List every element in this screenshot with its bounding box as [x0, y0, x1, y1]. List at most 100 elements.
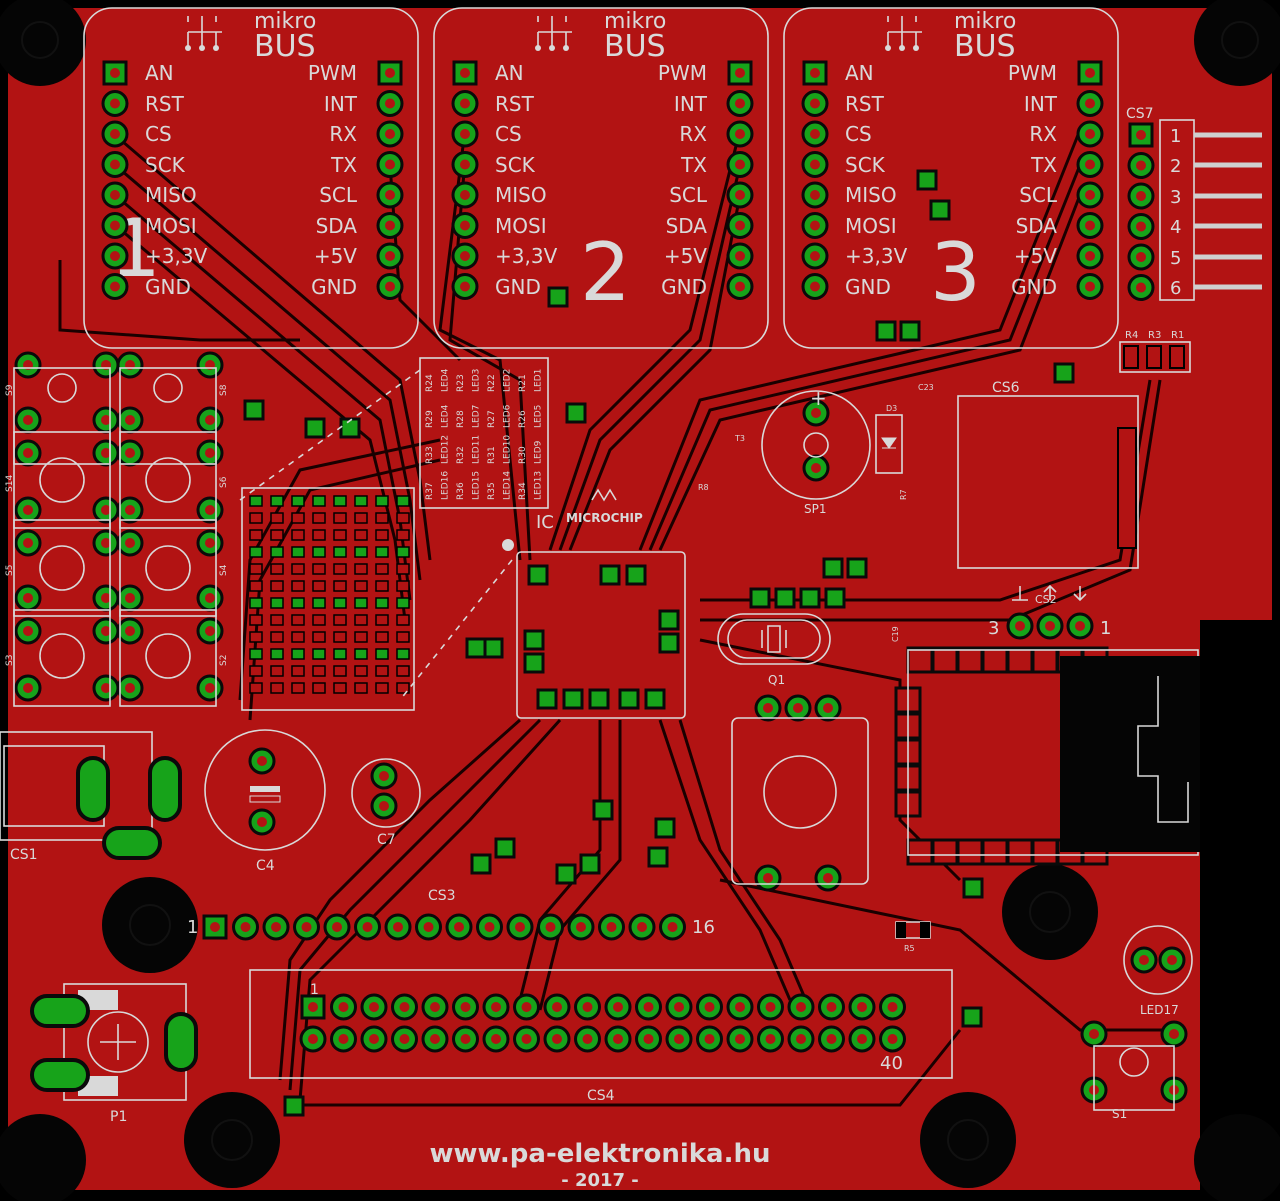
switch-label: S6 [219, 476, 229, 488]
mikrobus-header-pin [726, 181, 754, 209]
led-table-cell: LED9 [534, 440, 544, 464]
pin-label: TX [330, 153, 357, 177]
mikrobus-header-pin [101, 181, 129, 209]
regulator-pad [931, 838, 959, 866]
led-matrix-pad [396, 614, 410, 626]
mikrobus-header-pin [452, 60, 478, 86]
pin-label: SCL [319, 183, 358, 207]
led-matrix-pad [396, 563, 410, 575]
cs4-pin-pad [330, 1025, 357, 1053]
pin-label: AN [495, 61, 524, 85]
led-matrix-pad [396, 512, 410, 524]
mikrobus-header-pin [376, 273, 404, 300]
pin-label: TX [680, 153, 707, 177]
resistor-label: R4 [1125, 330, 1138, 341]
led-matrix-pad [354, 614, 368, 626]
pin-label: MISO [845, 183, 897, 207]
smd-pad [846, 557, 868, 579]
pin-label: RST [845, 92, 885, 116]
cs3-pin-first: 1 [187, 917, 198, 938]
switch-pin-pad [14, 406, 42, 434]
led-matrix-pad [249, 665, 263, 677]
mikrobus-header-pin [1076, 90, 1104, 117]
r5-resistor: R5 [895, 921, 931, 953]
led-matrix-pad [396, 631, 410, 643]
mikrobus-header-pin [1076, 242, 1104, 270]
led-matrix-pad [354, 580, 368, 592]
cs4-pin-pad [665, 1025, 693, 1053]
pin-label: MISO [145, 183, 197, 207]
cs3-pin-pad [659, 913, 686, 941]
pin-label: GND [845, 275, 891, 299]
cs4-pin-pad [696, 993, 723, 1021]
cs4-label: CS4 [587, 1088, 615, 1104]
cs2-pin-pad [1066, 612, 1094, 640]
power-regulator: C19 [891, 626, 1200, 856]
pin-label: RX [329, 122, 357, 146]
led-matrix-pad [249, 631, 263, 643]
pin-label: RX [679, 122, 707, 146]
led-table-cell: R21 [518, 374, 528, 392]
smd-pad [562, 688, 584, 710]
cs4-pin-pad [482, 1025, 510, 1053]
through-hole-pad [784, 694, 812, 722]
switch-pin-pad [14, 439, 42, 467]
pin-label: GND [661, 275, 707, 299]
switch-pin-pad [196, 496, 224, 524]
switch-pin-pad [116, 496, 144, 524]
pin-label: SCK [845, 153, 886, 177]
resistor-label: R3 [1148, 330, 1161, 341]
led-matrix-pad [375, 580, 389, 592]
led-matrix-pad [333, 563, 347, 575]
smd-pad [482, 637, 504, 659]
led-matrix-pad [249, 495, 263, 507]
smd-pad [647, 846, 669, 868]
led-table-cell: R26 [518, 410, 528, 428]
smd-pad [822, 557, 844, 579]
smd-pad [962, 877, 984, 899]
mikrobus-header-pin [801, 212, 829, 239]
led-matrix-pad [354, 631, 368, 643]
c19-label: C19 [891, 626, 900, 642]
mikrobus-header-pin [726, 273, 754, 300]
cs4-pin-pad [696, 1025, 723, 1053]
through-hole-pad [370, 792, 398, 820]
led-matrix-pad [270, 648, 284, 660]
mikrobus-header-pin [1076, 273, 1104, 300]
switch-pin-pad [92, 496, 120, 524]
pin-label: MISO [495, 183, 547, 207]
switch-pin-pad [116, 439, 144, 467]
led-matrix-pad [270, 614, 284, 626]
mikrobus-logo-1: mikro BUS [185, 9, 316, 64]
pin-label: GND [145, 275, 191, 299]
cs4-pin-pad [818, 993, 845, 1021]
mikrobus-brand-top: mikro [954, 9, 1016, 34]
pin-label: PWM [1008, 61, 1057, 85]
mikrobus-header-pin [801, 90, 829, 117]
cs3-header: CS3 1 16 [187, 888, 715, 938]
mikrobus-header-pin [102, 60, 128, 86]
pin-label: RST [145, 92, 185, 116]
cs3-pin-pad [445, 913, 473, 941]
cs7-header: CS7 1 2 3 4 5 6 [1126, 106, 1262, 301]
cs3-pin-pad [476, 913, 503, 941]
led-matrix-pad [333, 529, 347, 541]
led-table-cell: LED10 [503, 435, 513, 464]
mikrobus-header-pin [101, 90, 129, 117]
mikrobus-header-pin [451, 273, 479, 300]
led-table-cell: R28 [456, 410, 466, 428]
pin-label: TX [1030, 153, 1057, 177]
cs4-pin-pad [635, 993, 662, 1021]
smd-pad [523, 652, 545, 674]
through-hole-pad [1080, 1020, 1108, 1048]
led-designator-table: R37R33R29R24LED16LED12LED4LED4R36R32R28R… [419, 357, 549, 509]
led-matrix-pad [291, 665, 305, 677]
led-matrix-pad [354, 563, 368, 575]
mcu-chip: IC MICROCHIP [239, 369, 686, 719]
c23-label: C23 [918, 383, 934, 392]
switch-pin-pad [92, 406, 120, 434]
led-table-cell: R29 [425, 410, 435, 428]
smd-pad [547, 286, 569, 308]
led-matrix-pad [354, 648, 368, 660]
